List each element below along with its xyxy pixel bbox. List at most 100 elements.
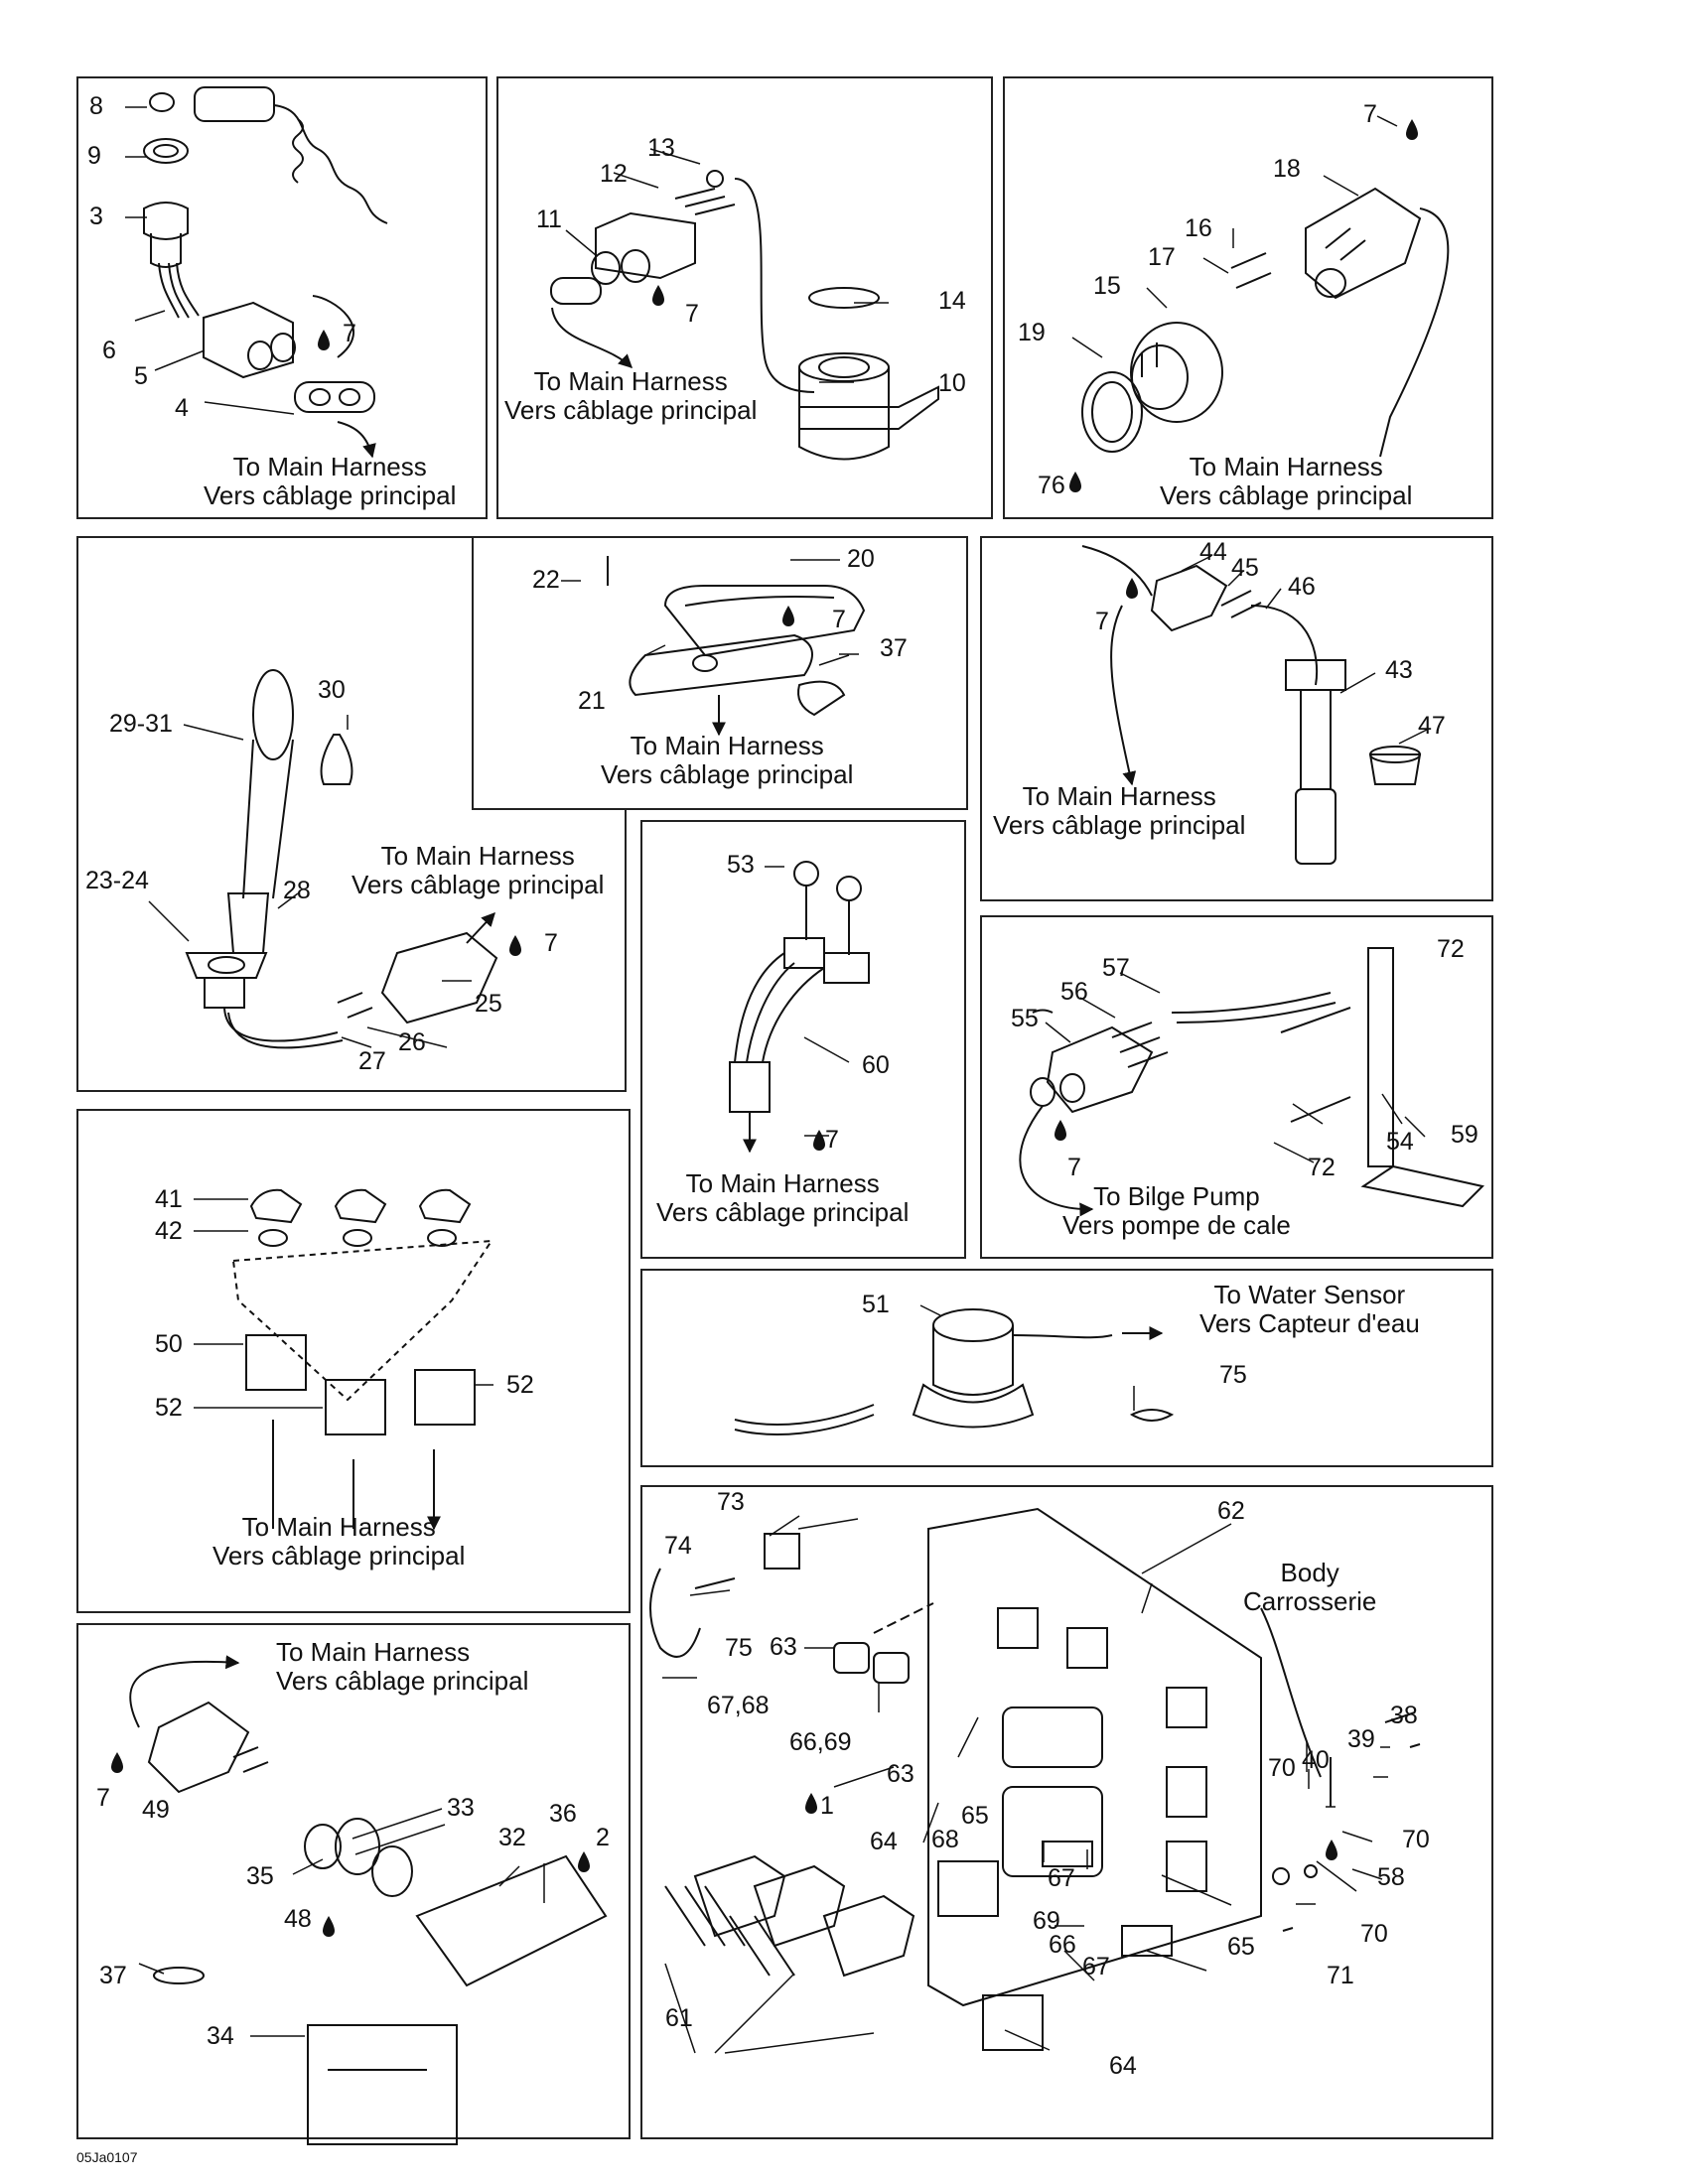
callout-27: 27 xyxy=(358,1047,386,1075)
callout-14: 14 xyxy=(938,287,966,315)
callout-48: 48 xyxy=(284,1905,312,1933)
callout-7: 7 xyxy=(832,606,846,633)
speed-sensor-part xyxy=(1081,187,1450,458)
panel-bilge-pump-connector xyxy=(980,915,1493,1259)
callout-23-24: 23-24 xyxy=(85,867,149,894)
callout-58: 58 xyxy=(1377,1863,1405,1891)
panel-horn-switch xyxy=(472,536,968,810)
callout-7: 7 xyxy=(1067,1154,1081,1181)
callout-9: 9 xyxy=(87,142,101,170)
callout-70: 70 xyxy=(1402,1826,1430,1853)
callout-52: 52 xyxy=(155,1394,183,1422)
callout-66: 66 xyxy=(1049,1931,1076,1959)
callout-17: 17 xyxy=(1148,243,1176,271)
callout-52: 52 xyxy=(506,1371,534,1399)
callout-65: 65 xyxy=(961,1802,989,1830)
callout-59: 59 xyxy=(1451,1121,1478,1149)
callout-37: 37 xyxy=(880,634,908,662)
callout-60: 60 xyxy=(862,1051,890,1079)
drop-icon xyxy=(1055,1120,1066,1141)
panel-relays xyxy=(76,1109,631,1613)
callout-32: 32 xyxy=(498,1824,526,1851)
bilge-connector-part xyxy=(1019,947,1484,1217)
callout-26: 26 xyxy=(398,1028,426,1056)
callout-13: 13 xyxy=(647,134,675,162)
callout-67: 67 xyxy=(1082,1953,1110,1980)
callout-65: 65 xyxy=(1227,1933,1255,1961)
callout-25: 25 xyxy=(475,990,502,1018)
leader-lines xyxy=(125,106,1430,2054)
callout-70: 70 xyxy=(1360,1920,1388,1948)
callout-6: 6 xyxy=(102,337,116,364)
callout-46: 46 xyxy=(1288,573,1316,601)
callout-76: 76 xyxy=(1038,472,1065,499)
panel-trim-switch xyxy=(76,1623,631,2139)
callout-68: 68 xyxy=(931,1826,959,1853)
callout-35: 35 xyxy=(246,1862,274,1890)
callout-72: 72 xyxy=(1437,935,1465,963)
relay-part xyxy=(231,1188,493,1529)
callout-42: 42 xyxy=(155,1217,183,1245)
callout-72: 72 xyxy=(1308,1154,1336,1181)
callout-45: 45 xyxy=(1231,554,1259,582)
callout-51: 51 xyxy=(862,1291,890,1318)
drop-icon xyxy=(323,1916,335,1937)
callout-37: 37 xyxy=(99,1962,127,1989)
callout-22: 22 xyxy=(532,566,560,594)
fuel-sender-part xyxy=(550,170,939,461)
trim-switch-part xyxy=(129,1655,608,2145)
callout-18: 18 xyxy=(1273,155,1301,183)
callout-55: 55 xyxy=(1011,1005,1039,1032)
callout-43: 43 xyxy=(1385,656,1413,684)
callout-30: 30 xyxy=(318,676,346,704)
callout-15: 15 xyxy=(1093,272,1121,300)
callout-38: 38 xyxy=(1390,1702,1418,1729)
callout-66-69: 66,69 xyxy=(789,1728,852,1756)
figure-code: 05Ja0107 xyxy=(76,2149,138,2165)
callout-63: 63 xyxy=(770,1633,797,1661)
callout-12: 12 xyxy=(600,160,628,188)
callout-28: 28 xyxy=(283,877,311,904)
callout-71: 71 xyxy=(1327,1962,1354,1989)
callout-1: 1 xyxy=(820,1792,834,1820)
callout-8: 8 xyxy=(89,92,103,120)
callout-54: 54 xyxy=(1386,1128,1414,1156)
callout-62: 62 xyxy=(1217,1497,1245,1525)
callout-2: 2 xyxy=(596,1824,610,1851)
panel-limit-switches xyxy=(640,820,966,1259)
callout-7: 7 xyxy=(1095,608,1109,635)
drop-icon xyxy=(1326,1840,1337,1860)
callout-4: 4 xyxy=(175,394,189,422)
callout-11: 11 xyxy=(536,205,562,233)
drop-icon xyxy=(1126,578,1138,599)
callout-67-68: 67,68 xyxy=(707,1692,770,1719)
callout-34: 34 xyxy=(207,2022,234,2050)
callout-41: 41 xyxy=(155,1185,183,1213)
callout-74: 74 xyxy=(664,1532,692,1560)
panel-ecm-module xyxy=(640,1485,1493,2139)
callout-21: 21 xyxy=(578,687,606,715)
callout-19: 19 xyxy=(1018,319,1046,346)
panel-speedometer-sensor xyxy=(1003,76,1493,519)
callout-49: 49 xyxy=(142,1796,170,1824)
destination-arrows xyxy=(337,307,1054,1014)
callout-75: 75 xyxy=(725,1634,753,1662)
callout-70: 70 xyxy=(1268,1754,1296,1782)
callout-33: 33 xyxy=(447,1794,475,1822)
callout-63: 63 xyxy=(887,1760,914,1788)
callout-75: 75 xyxy=(1219,1361,1247,1389)
callout-7: 7 xyxy=(343,320,356,347)
drop-icon xyxy=(1069,472,1081,492)
callout-20: 20 xyxy=(847,545,875,573)
callout-64: 64 xyxy=(870,1828,898,1855)
lanyard-switch-part xyxy=(143,86,388,413)
